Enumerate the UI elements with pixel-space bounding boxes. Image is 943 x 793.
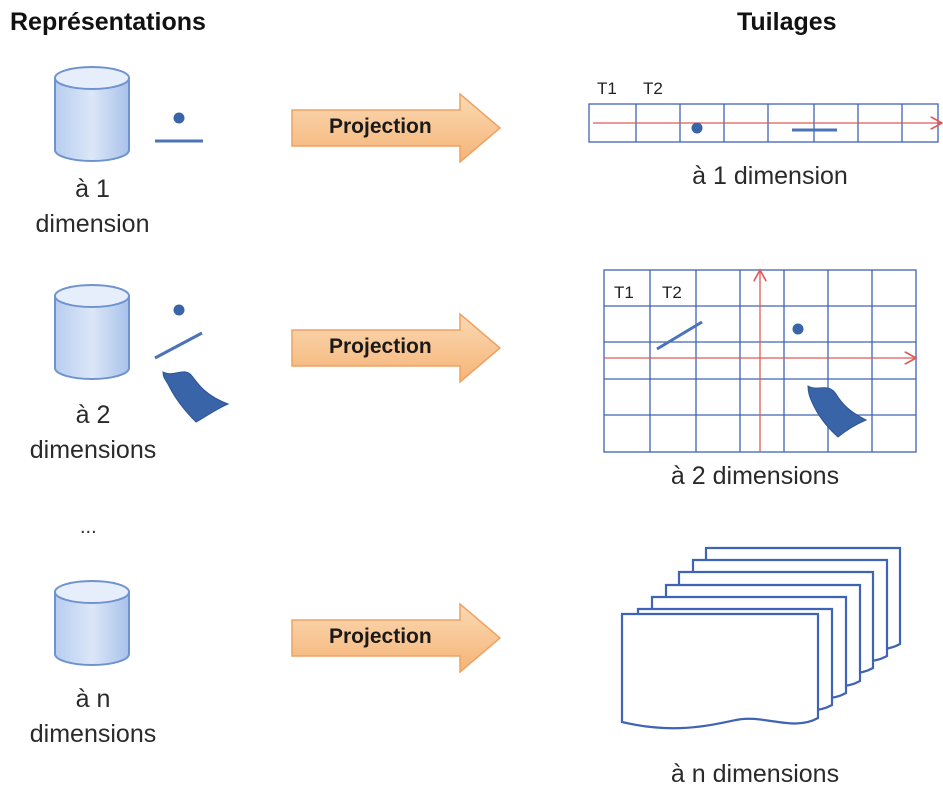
tile-label-t2-1d: T2 xyxy=(643,79,663,98)
representation-label-1d: à 1 dimension xyxy=(20,172,165,242)
tile-label-t1-1d: T1 xyxy=(597,79,617,98)
shapes-2d xyxy=(154,304,230,423)
tiling-nd-pages xyxy=(620,546,902,730)
tiling-caption-nd: à n dimensions xyxy=(670,760,840,788)
tile-label-t1-2d: T1 xyxy=(614,283,634,302)
database-cylinder-2d xyxy=(54,284,130,380)
projection-arrow-3 xyxy=(291,602,502,674)
projection-arrow-1 xyxy=(291,92,502,164)
point-and-segment-1d xyxy=(155,112,203,143)
projection-label-2: Projection xyxy=(329,335,432,358)
tiling-1d-shapes xyxy=(691,122,837,134)
right-heading: Tuilages xyxy=(737,8,837,36)
representation-line: dimensions xyxy=(29,720,157,748)
tiling-2d-axes xyxy=(604,270,916,452)
tiling-2d-shapes xyxy=(656,320,868,438)
representation-line: dimensions xyxy=(29,436,157,464)
database-cylinder-nd xyxy=(54,580,130,666)
projection-arrow-2 xyxy=(291,312,502,384)
tiling-caption-2d: à 2 dimensions xyxy=(670,462,840,490)
representation-label-2d: à 2 dimensions xyxy=(18,398,168,468)
representation-line: à 1 xyxy=(75,175,110,203)
ellipsis: ... xyxy=(80,516,97,538)
left-heading: Représentations xyxy=(10,8,206,36)
tiling-caption-1d: à 1 dimension xyxy=(692,162,848,190)
representation-label-nd: à n dimensions xyxy=(18,682,168,752)
projection-label-1: Projection xyxy=(329,115,432,138)
representation-line: à n xyxy=(75,685,111,713)
representation-line: à 2 xyxy=(75,401,111,429)
representation-line: dimension xyxy=(35,210,150,238)
database-cylinder-1d xyxy=(54,66,130,162)
projection-label-3: Projection xyxy=(329,625,432,648)
tile-label-t2-2d: T2 xyxy=(662,283,682,302)
